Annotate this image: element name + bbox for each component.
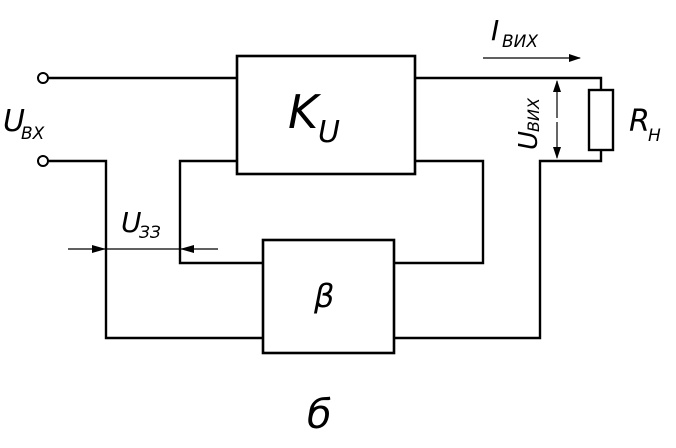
output-current-subscript: ВИХ <box>502 32 538 52</box>
input-terminal-bottom <box>37 155 49 167</box>
feedback-box <box>261 238 396 355</box>
amplifier-block: K U <box>235 54 417 176</box>
feedback-symbol: β <box>313 277 334 315</box>
input-voltage-subscript: ВХ <box>21 124 45 144</box>
output-current-indicator: I ВИХ <box>483 14 581 62</box>
wire-feedback-to-amp <box>178 159 265 265</box>
input-voltage-label: U ВХ <box>3 104 45 144</box>
output-voltage-symbol: U <box>514 131 544 150</box>
wire-amp-to-beta <box>392 159 485 265</box>
output-current-symbol: I <box>491 14 499 47</box>
load-subscript: Н <box>648 126 661 146</box>
figure-letter: б <box>307 392 332 438</box>
resistor-body <box>587 88 615 152</box>
feedback-voltage-arrow-left <box>92 245 106 253</box>
feedback-voltage-symbol: U <box>121 206 142 239</box>
feedback-block: β <box>261 238 396 355</box>
amplifier-symbol: K <box>288 85 322 139</box>
input-voltage-symbol: U <box>3 104 25 139</box>
feedback-voltage-arrow-right <box>180 245 194 253</box>
amplifier-box <box>235 54 417 176</box>
output-voltage-subscript: ВИХ <box>524 97 543 132</box>
load-resistor: R Н <box>587 88 661 152</box>
wire-output-top <box>413 76 603 92</box>
input-terminal-top <box>37 72 49 84</box>
amplifier-subscript: U <box>318 115 340 150</box>
feedback-voltage-subscript: ЗЗ <box>139 223 161 243</box>
wire-output-bottom <box>392 148 603 340</box>
feedback-voltage-indicator: U ЗЗ <box>68 206 218 253</box>
load-symbol: R <box>629 104 650 139</box>
output-voltage-indicator: U ВИХ <box>514 80 561 159</box>
